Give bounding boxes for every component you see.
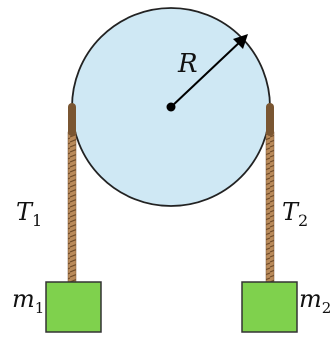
mass-1-label: m1	[12, 285, 44, 317]
radius-label: R	[177, 49, 198, 79]
radius-line	[170, 39, 243, 108]
pulley-wheel	[71, 7, 271, 207]
mass-block-1	[45, 281, 102, 333]
radius-arrowhead	[233, 34, 248, 49]
right-rope	[265, 103, 275, 283]
tension-1-label: T1	[16, 198, 42, 230]
mass-block-2	[241, 281, 298, 333]
left-rope	[67, 103, 77, 283]
tension-2-label: T2	[282, 198, 308, 230]
mass-2-label: m2	[299, 285, 331, 317]
